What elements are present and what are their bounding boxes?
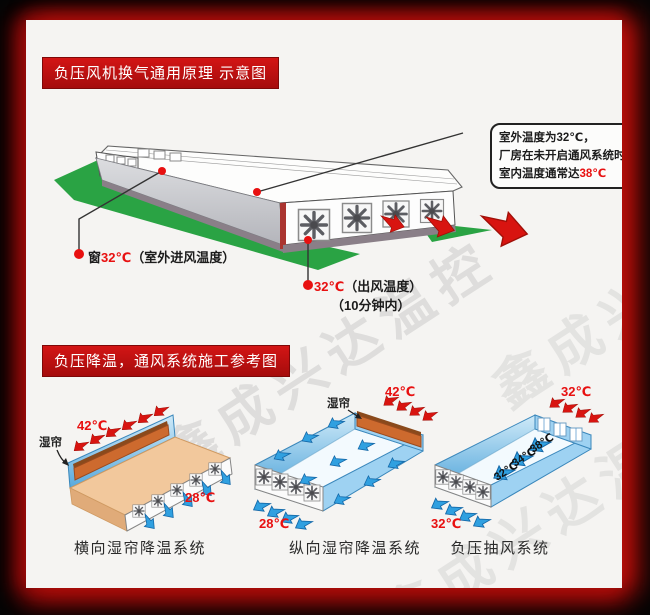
marker-dot bbox=[253, 188, 261, 196]
marker-dot bbox=[303, 280, 313, 290]
inlet-temp-label: 42℃ bbox=[77, 418, 107, 433]
callout-line2: 厂房在未开启通风系统时， bbox=[499, 149, 622, 162]
title-banner-bottom: 负压降温，通风系统施工参考图 bbox=[42, 345, 291, 377]
window-inlet-label: 窗32℃（室外进风温度） bbox=[88, 250, 236, 265]
wet-curtain bbox=[73, 424, 170, 481]
wet-curtain bbox=[356, 414, 422, 448]
marker-dot bbox=[74, 249, 84, 259]
horizontal-curtain-diagram: 42℃ 湿帘 28℃ bbox=[39, 400, 236, 533]
factory-building bbox=[94, 145, 463, 253]
callout-line3: 室内温度通常达38℃ bbox=[499, 167, 607, 180]
outlet-temp-label: 32℃（出风温度） （10分钟内） bbox=[314, 279, 423, 313]
caption-horizontal-system: 横向湿帘降温系统 bbox=[73, 540, 206, 557]
marker-dot bbox=[158, 167, 166, 175]
caption-exhaust-system: 负压抽风系统 bbox=[450, 540, 550, 557]
outlet-temp-label: 28℃ bbox=[259, 516, 289, 531]
curtain-label: 湿帘 bbox=[39, 435, 62, 449]
outlet-note: （10分钟内） bbox=[331, 298, 411, 313]
marker-dot bbox=[304, 236, 312, 244]
exhaust-system-diagram: 32℃ 34℃ 38℃ 32℃ 32℃ bbox=[427, 384, 607, 532]
curtain-label: 湿帘 bbox=[327, 396, 350, 410]
caption-longitudinal-system: 纵向湿帘降温系统 bbox=[288, 540, 421, 557]
leader-lines bbox=[74, 132, 464, 290]
window-temp-value: 32℃ bbox=[101, 250, 132, 265]
callout-line1: 室外温度为32℃， bbox=[499, 132, 595, 144]
main-principle-diagram bbox=[54, 132, 532, 290]
inlet-temp-label: 32℃ bbox=[561, 384, 591, 399]
content-area: 鑫成兴达温控 鑫成兴达温控 鑫成兴达温控 负压风机换气通用原理 示意图 bbox=[26, 20, 622, 588]
title-banner-top: 负压风机换气通用原理 示意图 bbox=[42, 57, 280, 89]
inlet-temp-label: 42℃ bbox=[385, 384, 415, 399]
outlet-temp-value: 32℃ bbox=[314, 279, 345, 294]
outlet-temp-label: 32℃ bbox=[431, 516, 461, 531]
longitudinal-curtain-diagram: 42℃ 湿帘 28℃ bbox=[249, 384, 441, 534]
temperature-callout: 室外温度为32℃， 厂房在未开启通风系统时， 室内温度通常达38℃ bbox=[490, 123, 622, 189]
outlet-temp-label: 28℃ bbox=[185, 490, 215, 505]
indoor-temp-value: 38℃ bbox=[579, 167, 607, 180]
